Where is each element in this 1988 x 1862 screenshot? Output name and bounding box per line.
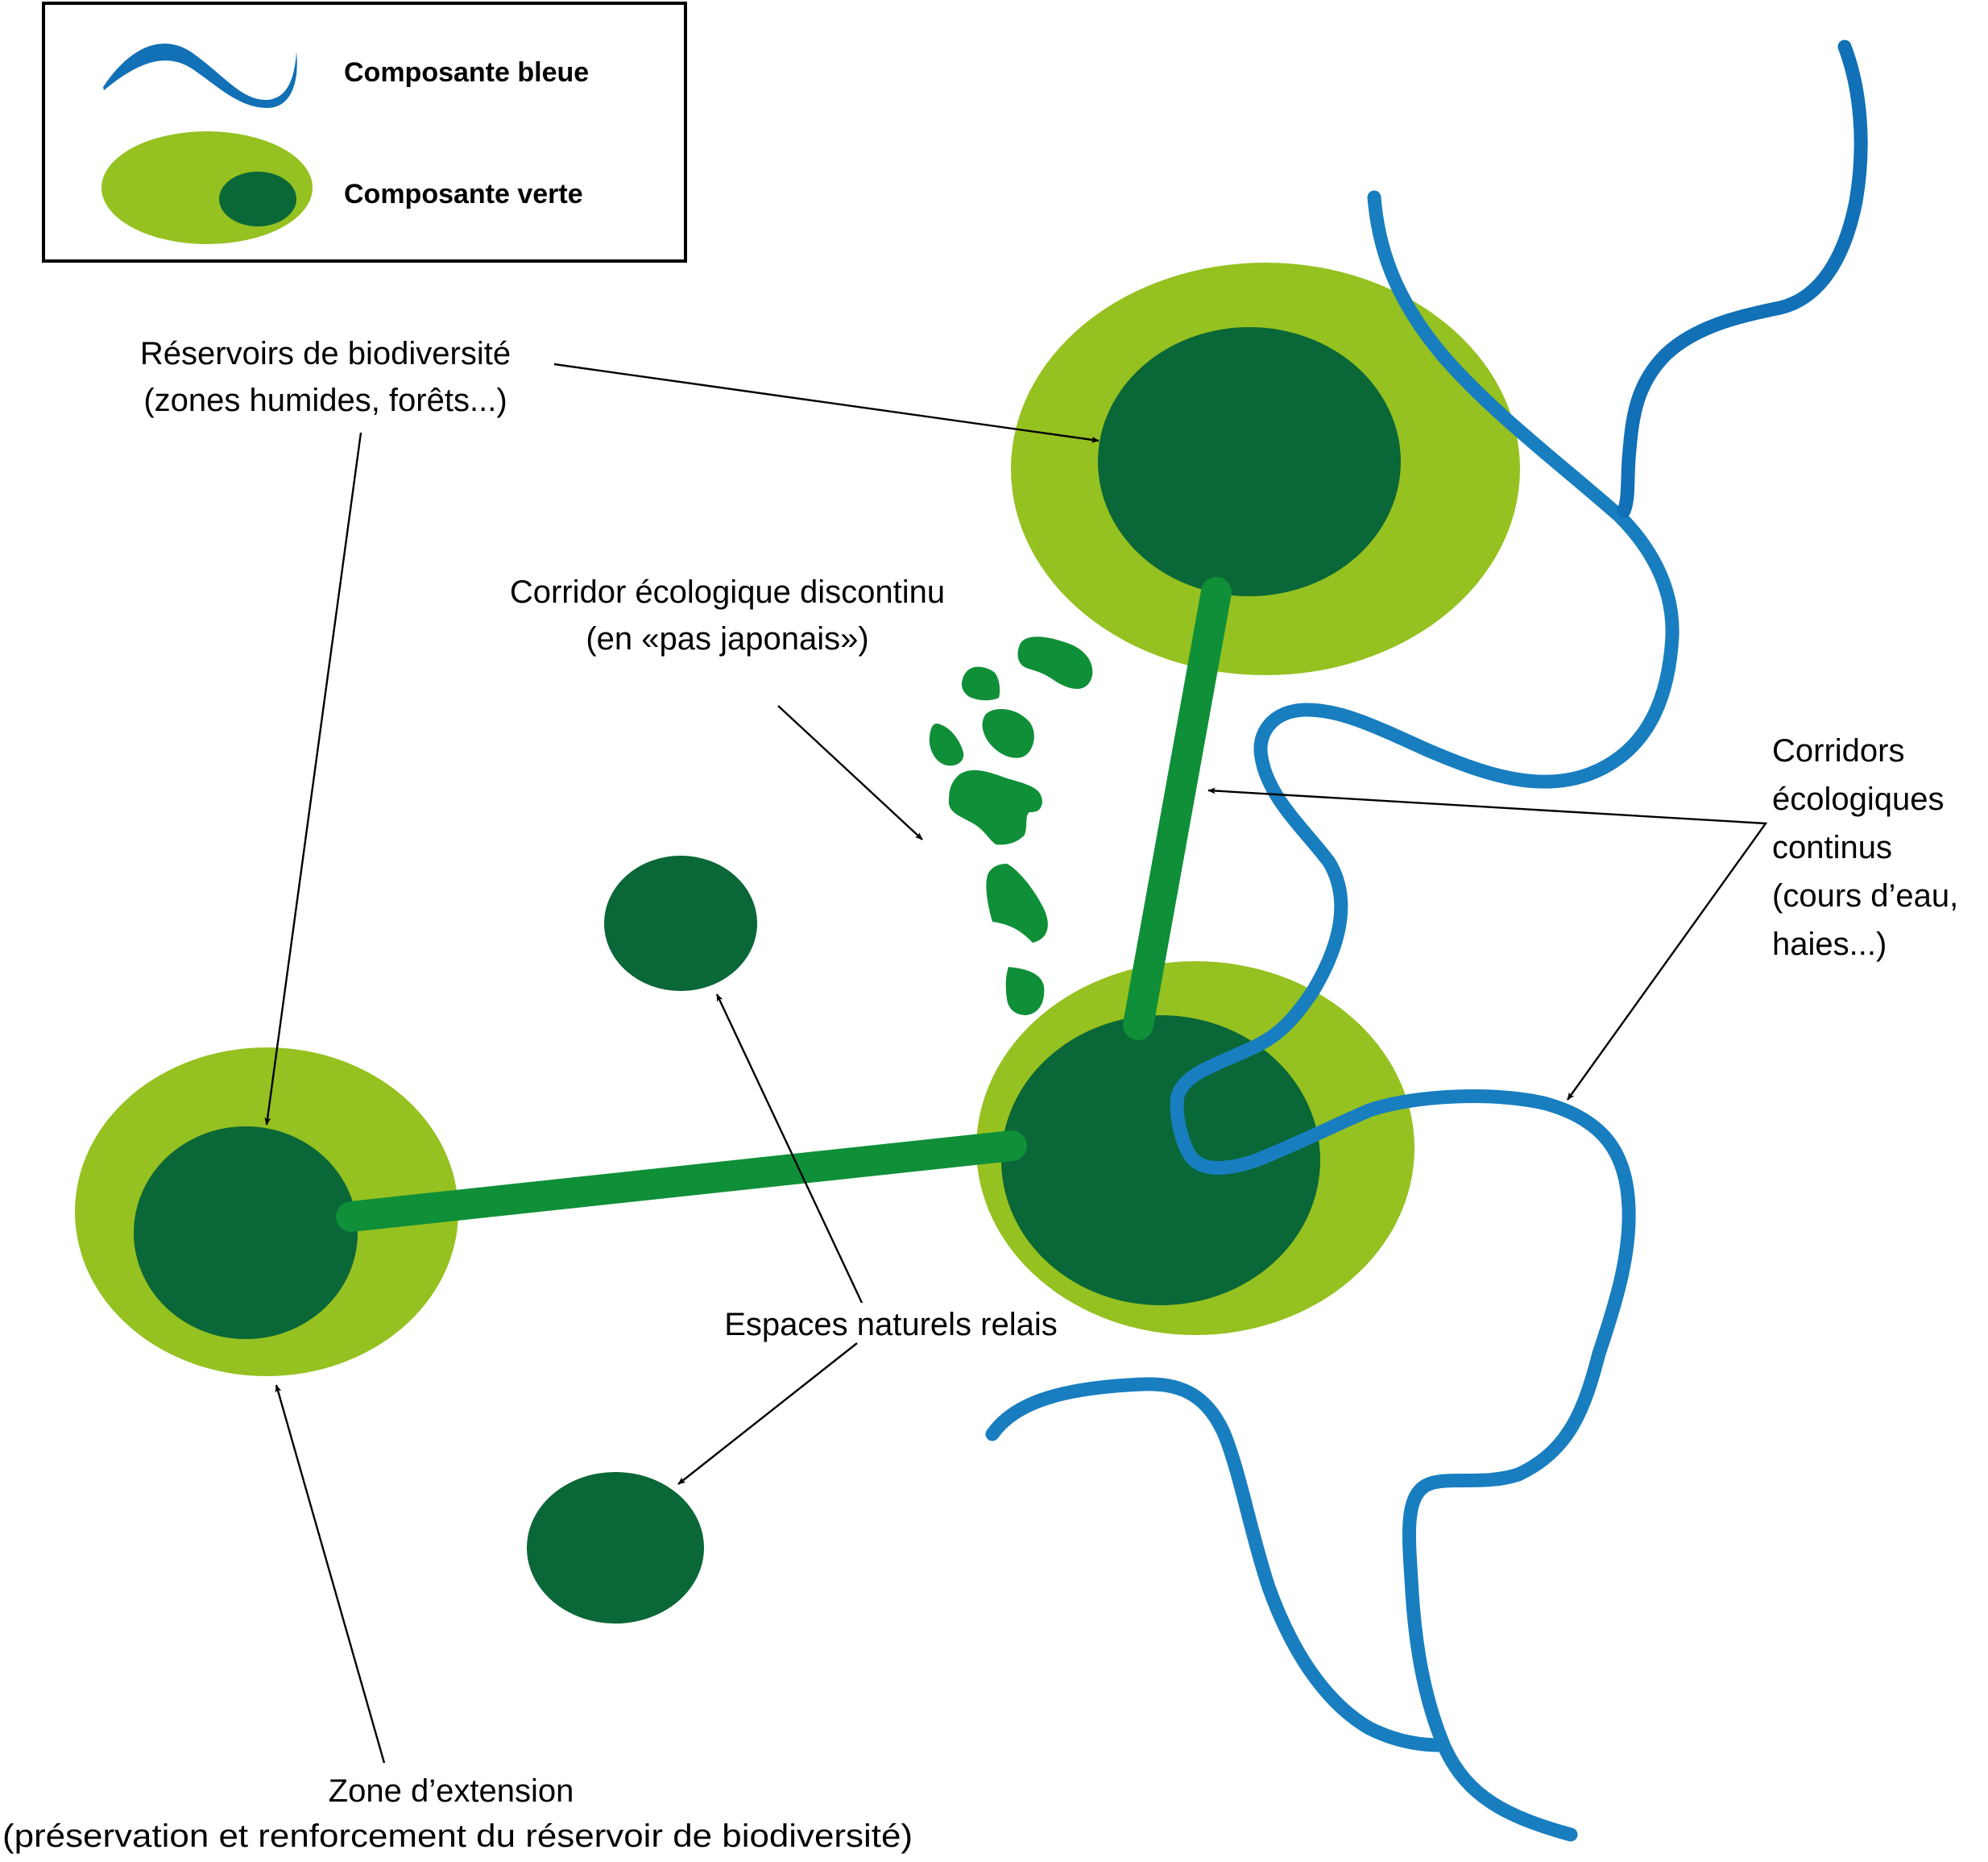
arrow-stepping-stones	[777, 705, 923, 840]
label-continuous-line2: écologiques	[1772, 782, 1945, 817]
stepping-stone	[982, 709, 1034, 758]
green-corridor-horizontal	[336, 1130, 1027, 1232]
label-continuous-line3: continus	[1772, 830, 1892, 865]
green-core-icon	[219, 172, 296, 226]
river-south	[985, 1377, 1448, 1752]
arrow-relay-south	[677, 1342, 858, 1485]
relay-space-south	[527, 1472, 704, 1624]
legend-label-blue: Composante bleue	[344, 57, 589, 88]
stepping-stones	[929, 637, 1093, 1015]
stepping-stone	[961, 666, 1000, 701]
blue-wave-icon	[103, 44, 297, 109]
legend-label-green: Composante verte	[344, 179, 583, 209]
label-extension-line2: (préservation et renforcement du réservo…	[2, 1818, 913, 1854]
blue-component	[985, 39, 1868, 1842]
legend: Composante bleue Composante verte	[42, 2, 687, 263]
label-discontinuous-line2: (en «pas japonais»)	[586, 621, 868, 657]
annotation-arrows	[264, 363, 1768, 1764]
green-corridor-vertical	[1123, 577, 1232, 1040]
label-continuous-line1: Corridors	[1772, 733, 1904, 769]
label-reservoirs-line2: (zones humides, forêts...)	[143, 383, 507, 418]
label-continuous-line4: (cours d’eau,	[1772, 878, 1958, 914]
label-reservoirs-line1: Réservoirs de biodiversité	[140, 336, 511, 371]
arrow-reservoir-to-northeast	[553, 363, 1100, 443]
arrow-reservoir-to-west	[264, 432, 362, 1126]
stepping-stone	[1005, 967, 1045, 1015]
label-discontinuous-line1: Corridor écologique discontinu	[510, 574, 945, 610]
stepping-stone	[986, 864, 1048, 943]
arrow-extension-zone	[275, 1384, 386, 1764]
label-discontinuous-corridor: Corridor écologique discontinu (en «pas …	[510, 574, 945, 657]
relay-space-north	[604, 856, 757, 991]
arrow-relay-north	[715, 993, 864, 1304]
label-continuous-line5: haies...)	[1772, 927, 1887, 962]
label-reservoirs: Réservoirs de biodiversité (zones humide…	[140, 336, 511, 418]
reservoir-core-west	[134, 1126, 358, 1339]
label-relay-spaces: Espaces naturels relais	[724, 1307, 1058, 1342]
label-extension-line1: Zone d’extension	[329, 1773, 574, 1809]
river-main	[1170, 190, 1679, 1842]
label-extension-zone: Zone d’extension (préservation et renfor…	[2, 1773, 913, 1854]
reservoir-core-northeast	[1098, 327, 1401, 596]
river-tributary-north	[1617, 39, 1868, 518]
stepping-stone	[948, 769, 1042, 845]
arrow-continuous-corridors-joint	[1207, 787, 1768, 1101]
stepping-stone	[1017, 637, 1093, 690]
stepping-stone	[929, 724, 964, 766]
label-continuous-corridors: Corridors écologiques continus (cours d’…	[1772, 733, 1958, 962]
